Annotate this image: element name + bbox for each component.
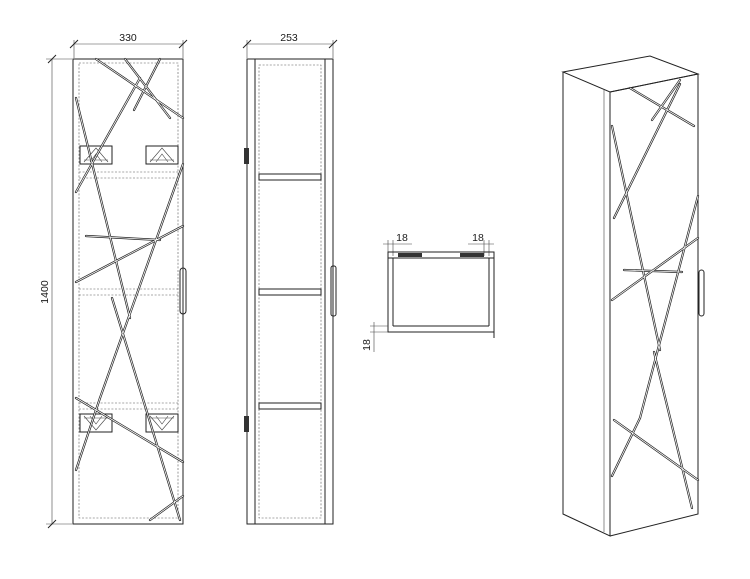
side-depth-dimension: 253: [242, 32, 338, 58]
perspective-handle: [698, 269, 705, 317]
section-left-thickness-label: 18: [396, 232, 408, 244]
section-right-thickness-label: 18: [472, 232, 484, 244]
perspective-front: [609, 73, 699, 537]
side-view: 253: [242, 32, 338, 525]
perspective-view: [561, 55, 705, 537]
side-cabinet-outline: [246, 58, 334, 525]
front-shelves: [79, 171, 178, 410]
section-view: 18 18 18: [361, 232, 495, 352]
front-cabinet-outline: [72, 58, 184, 525]
side-hinges: [244, 148, 249, 432]
front-width-label: 330: [119, 32, 137, 44]
front-view: 330 1400: [39, 32, 188, 529]
height-label: 1400: [39, 280, 51, 304]
front-width-dimension: 330: [69, 32, 188, 58]
section-outline: [387, 251, 495, 333]
section-hinges: [398, 253, 484, 257]
perspective-door-grooves: [610, 78, 700, 510]
perspective-side: [562, 72, 611, 537]
front-door-handle: [179, 267, 187, 315]
side-handle: [330, 265, 337, 317]
side-shelves: [258, 173, 322, 410]
section-bottom-thickness-label: 18: [361, 339, 373, 351]
height-dimension: 1400: [39, 54, 72, 529]
side-depth-label: 253: [280, 32, 298, 44]
front-door-grooves: [74, 57, 185, 522]
section-bottom-dimension: 18: [361, 322, 388, 352]
